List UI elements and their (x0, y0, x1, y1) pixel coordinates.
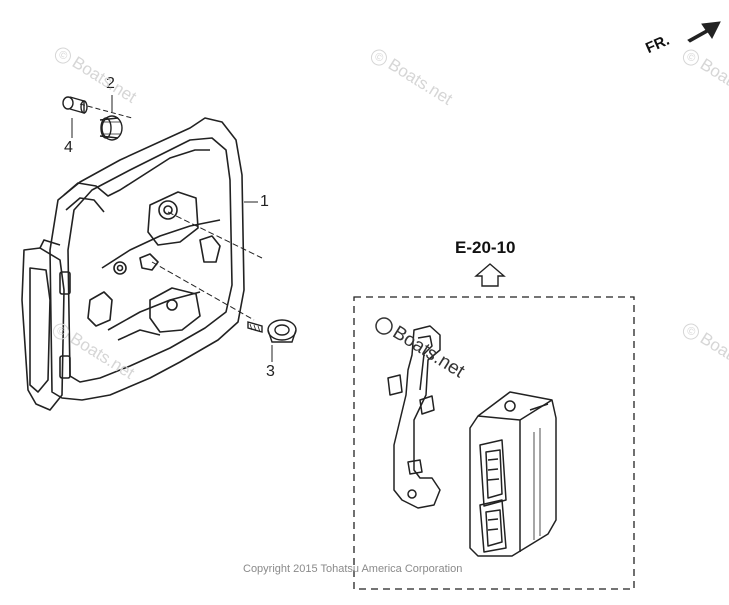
watermark-symbol-icon (375, 317, 393, 335)
callout-part-1: 1 (260, 193, 269, 210)
callout-part-4: 4 (64, 139, 73, 156)
callout-part-3: 3 (266, 363, 275, 380)
leader-lines (71, 95, 273, 362)
forward-arrow (687, 21, 721, 43)
grommet-part-3 (247, 319, 297, 343)
grommet-part-2 (99, 115, 123, 141)
copyright-notice: Copyright 2015 Tohatsu America Corporati… (243, 563, 463, 575)
subassembly-box (353, 296, 635, 590)
bracket-assembly (21, 117, 245, 411)
callout-part-2: 2 (106, 75, 115, 92)
reference-label: E-20-10 (455, 238, 516, 257)
cdi-bracket (387, 325, 441, 509)
reference-arrow (474, 263, 506, 287)
collar-part-4 (62, 96, 88, 114)
cdi-unit (469, 391, 557, 557)
